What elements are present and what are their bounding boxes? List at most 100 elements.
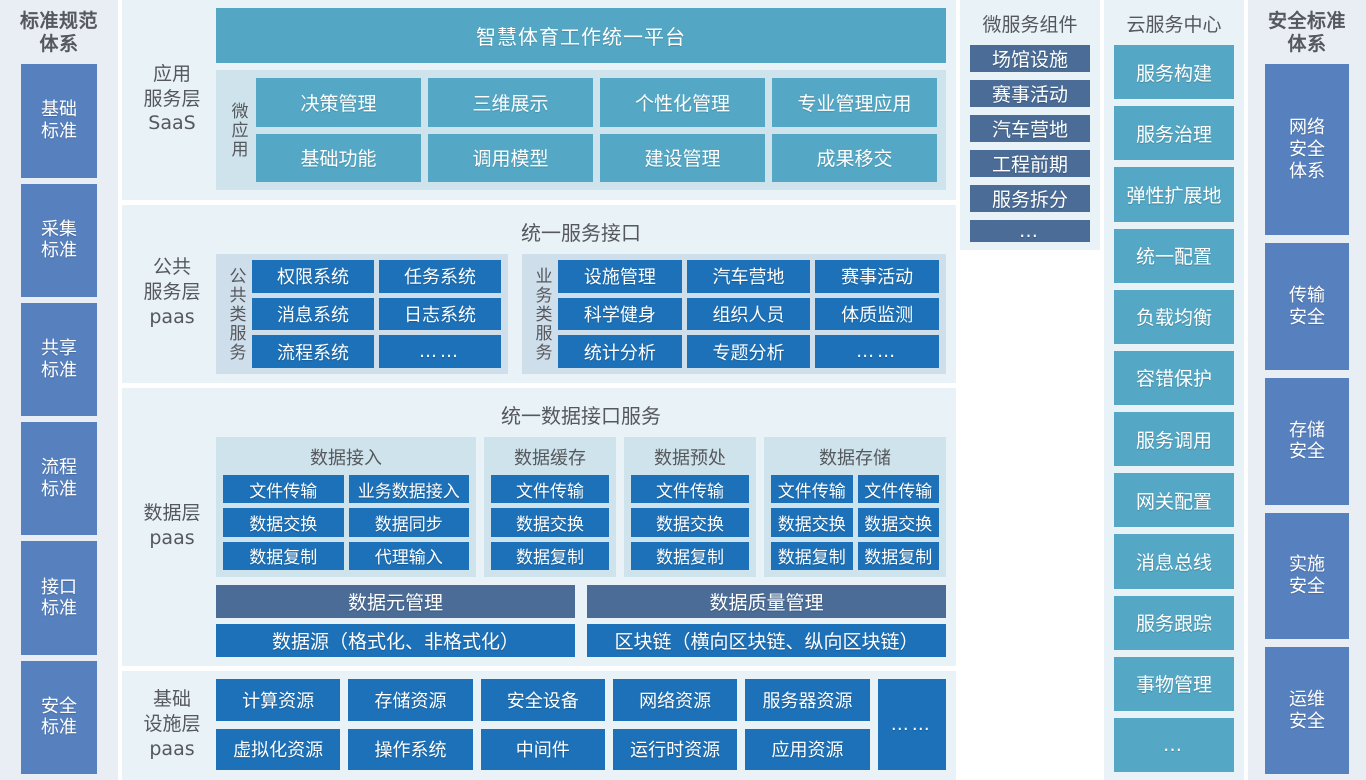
blockchain-bar[interactable]: 区块链（横向区块链、纵向区块链） bbox=[587, 624, 946, 657]
data-ingestion-title: 数据接入 bbox=[310, 448, 382, 469]
preprocess-tile-exchange[interactable]: 数据交换 bbox=[631, 508, 749, 537]
cloud-item-more[interactable]: … bbox=[1114, 717, 1234, 773]
microservice-item-venue-facility[interactable]: 场馆设施 bbox=[970, 45, 1090, 72]
app-tile-handover[interactable]: 成果移交 bbox=[772, 133, 937, 182]
data-tile-replicate[interactable]: 数据复制 bbox=[223, 541, 344, 570]
standard-item-sharing[interactable]: 共享 标准 bbox=[21, 302, 97, 417]
data-tile-sync[interactable]: 数据同步 bbox=[348, 508, 469, 537]
microservice-components-column: 微服务组件 场馆设施 赛事活动 汽车营地 工程前期 服务拆分 … bbox=[960, 0, 1100, 250]
infra-tile-virtualization[interactable]: 虚拟化资源 bbox=[216, 728, 341, 770]
standard-item-security[interactable]: 安全 标准 bbox=[21, 660, 97, 775]
cache-tile-replicate[interactable]: 数据复制 bbox=[491, 541, 609, 570]
security-item-storage[interactable]: 存储 安全 bbox=[1265, 378, 1349, 505]
service-tile-workflow[interactable]: 流程系统 bbox=[252, 335, 374, 368]
infra-tile-server-resource[interactable]: 服务器资源 bbox=[745, 679, 870, 721]
service-tile-message[interactable]: 消息系统 bbox=[252, 297, 374, 331]
cache-tile-exchange[interactable]: 数据交换 bbox=[491, 508, 609, 537]
unified-platform-banner[interactable]: 智慧体育工作统一平台 bbox=[216, 8, 946, 63]
app-tile-call-model[interactable]: 调用模型 bbox=[428, 133, 593, 182]
business-services-vertical-label: 业务类服务 bbox=[531, 266, 552, 362]
infra-col-security: 安全设备 中间件 bbox=[480, 679, 605, 770]
security-item-transmission[interactable]: 传输 安全 bbox=[1265, 243, 1349, 371]
cloud-item-service-invocation[interactable]: 服务调用 bbox=[1114, 412, 1234, 467]
microservice-item-auto-camp[interactable]: 汽车营地 bbox=[970, 115, 1090, 142]
infrastructure-layer-label: 基础 设施层 paas bbox=[143, 688, 201, 760]
storage-tile-file-transfer-2[interactable]: 文件传输 bbox=[857, 475, 939, 504]
cloud-item-service-tracing[interactable]: 服务跟踪 bbox=[1114, 595, 1234, 650]
infra-tile-application-resource[interactable]: 应用资源 bbox=[745, 728, 870, 770]
standard-item-basic[interactable]: 基础 标准 bbox=[21, 64, 97, 178]
service-tile-organization[interactable]: 组织人员 bbox=[686, 297, 811, 331]
data-cache-group: 数据缓存 文件传输 数据交换 数据复制 bbox=[484, 437, 616, 577]
app-tile-decision[interactable]: 决策管理 bbox=[256, 78, 421, 127]
security-item-network[interactable]: 网络 安全 体系 bbox=[1265, 64, 1349, 236]
infra-tile-runtime-resource[interactable]: 运行时资源 bbox=[612, 728, 738, 770]
data-tile-business-ingest[interactable]: 业务数据接入 bbox=[348, 475, 469, 504]
service-tile-physique-monitor[interactable]: 体质监测 bbox=[815, 297, 939, 331]
microservice-item-event-activity[interactable]: 赛事活动 bbox=[970, 80, 1090, 107]
microservice-item-more[interactable]: … bbox=[970, 220, 1090, 242]
security-item-implementation[interactable]: 实施 安全 bbox=[1265, 512, 1349, 640]
microservice-item-service-split[interactable]: 服务拆分 bbox=[970, 185, 1090, 212]
infra-tile-network-resource[interactable]: 网络资源 bbox=[612, 679, 738, 721]
cache-tile-file-transfer[interactable]: 文件传输 bbox=[491, 475, 609, 504]
data-tile-exchange[interactable]: 数据交换 bbox=[223, 508, 344, 537]
cloud-item-unified-config[interactable]: 统一配置 bbox=[1114, 228, 1234, 283]
infra-tile-compute-resource[interactable]: 计算资源 bbox=[216, 679, 341, 721]
microservice-components-title: 微服务组件 bbox=[982, 14, 1078, 36]
standard-item-collection[interactable]: 采集 标准 bbox=[21, 183, 97, 297]
standard-item-interface[interactable]: 接口 标准 bbox=[21, 541, 97, 655]
service-tile-statistics[interactable]: 统计分析 bbox=[558, 335, 682, 368]
cloud-item-message-bus[interactable]: 消息总线 bbox=[1114, 534, 1234, 589]
data-tile-file-transfer[interactable]: 文件传输 bbox=[223, 475, 344, 504]
service-tile-log[interactable]: 日志系统 bbox=[379, 297, 501, 331]
storage-tile-replicate-1[interactable]: 数据复制 bbox=[771, 541, 853, 570]
app-tile-professional[interactable]: 专业管理应用 bbox=[772, 78, 937, 127]
storage-tile-exchange-1[interactable]: 数据交换 bbox=[771, 508, 853, 537]
cloud-item-service-governance[interactable]: 服务治理 bbox=[1114, 106, 1234, 161]
cloud-item-transaction-management[interactable]: 事物管理 bbox=[1114, 656, 1234, 711]
infra-col-network: 网络资源 运行时资源 bbox=[612, 679, 738, 770]
infra-tile-security-device[interactable]: 安全设备 bbox=[480, 679, 605, 721]
data-preprocess-grid: 文件传输 数据交换 数据复制 bbox=[631, 475, 749, 570]
cloud-item-gateway-config[interactable]: 网关配置 bbox=[1114, 473, 1234, 528]
infra-tile-middleware[interactable]: 中间件 bbox=[480, 728, 605, 770]
cloud-item-fault-tolerance[interactable]: 容错保护 bbox=[1114, 350, 1234, 406]
infra-tile-more[interactable]: …… bbox=[877, 679, 946, 770]
service-tile-permission[interactable]: 权限系统 bbox=[252, 260, 374, 293]
infrastructure-layer: 基础 设施层 paas 计算资源 虚拟化资源 存储资源 操作系统 安全设备 中间… bbox=[122, 671, 956, 780]
cloud-item-service-build[interactable]: 服务构建 bbox=[1114, 45, 1234, 100]
public-layer-body: 统一服务接口 公共类服务 权限系统 任务系统 消息系统 日志系统 流程系统 …… bbox=[216, 211, 946, 374]
service-tile-business-more[interactable]: …… bbox=[815, 335, 939, 368]
service-tile-task[interactable]: 任务系统 bbox=[379, 260, 501, 293]
data-tile-agent-input[interactable]: 代理输入 bbox=[348, 541, 469, 570]
app-tile-construction[interactable]: 建设管理 bbox=[600, 133, 765, 182]
preprocess-tile-file-transfer[interactable]: 文件传输 bbox=[631, 475, 749, 504]
storage-tile-exchange-2[interactable]: 数据交换 bbox=[857, 508, 939, 537]
infra-tile-operating-system[interactable]: 操作系统 bbox=[348, 728, 473, 770]
service-tile-auto-camp[interactable]: 汽车营地 bbox=[686, 260, 811, 293]
data-ingestion-grid: 文件传输 业务数据接入 数据交换 数据同步 数据复制 代理输入 bbox=[223, 475, 469, 570]
security-item-operations[interactable]: 运维 安全 bbox=[1265, 647, 1349, 775]
standard-item-process[interactable]: 流程 标准 bbox=[21, 422, 97, 536]
app-tile-personalized[interactable]: 个性化管理 bbox=[600, 78, 765, 127]
service-tile-topic-analysis[interactable]: 专题分析 bbox=[686, 335, 811, 368]
storage-tile-file-transfer-1[interactable]: 文件传输 bbox=[771, 475, 853, 504]
app-tile-3d-display[interactable]: 三维展示 bbox=[428, 78, 593, 127]
preprocess-tile-replicate[interactable]: 数据复制 bbox=[631, 541, 749, 570]
infra-col-compute: 计算资源 虚拟化资源 bbox=[216, 679, 341, 770]
service-tile-facility-mgmt[interactable]: 设施管理 bbox=[558, 260, 682, 293]
infra-tile-storage-resource[interactable]: 存储资源 bbox=[348, 679, 473, 721]
micro-app-group: 微应用 决策管理 三维展示 个性化管理 专业管理应用 基础功能 调用模型 建设管… bbox=[216, 70, 946, 190]
cloud-item-elastic-scaling[interactable]: 弹性扩展地 bbox=[1114, 167, 1234, 222]
microservice-item-project-preliminary[interactable]: 工程前期 bbox=[970, 150, 1090, 177]
storage-tile-replicate-2[interactable]: 数据复制 bbox=[857, 541, 939, 570]
metadata-management-bar[interactable]: 数据元管理 bbox=[216, 585, 575, 618]
service-tile-more[interactable]: …… bbox=[379, 335, 501, 368]
service-tile-scientific-fitness[interactable]: 科学健身 bbox=[558, 297, 682, 331]
app-tile-basic-function[interactable]: 基础功能 bbox=[256, 133, 421, 182]
data-source-bar[interactable]: 数据源（格式化、非格式化） bbox=[216, 624, 575, 657]
data-quality-management-bar[interactable]: 数据质量管理 bbox=[587, 585, 946, 618]
cloud-item-load-balancing[interactable]: 负载均衡 bbox=[1114, 289, 1234, 344]
service-tile-events[interactable]: 赛事活动 bbox=[815, 260, 939, 293]
